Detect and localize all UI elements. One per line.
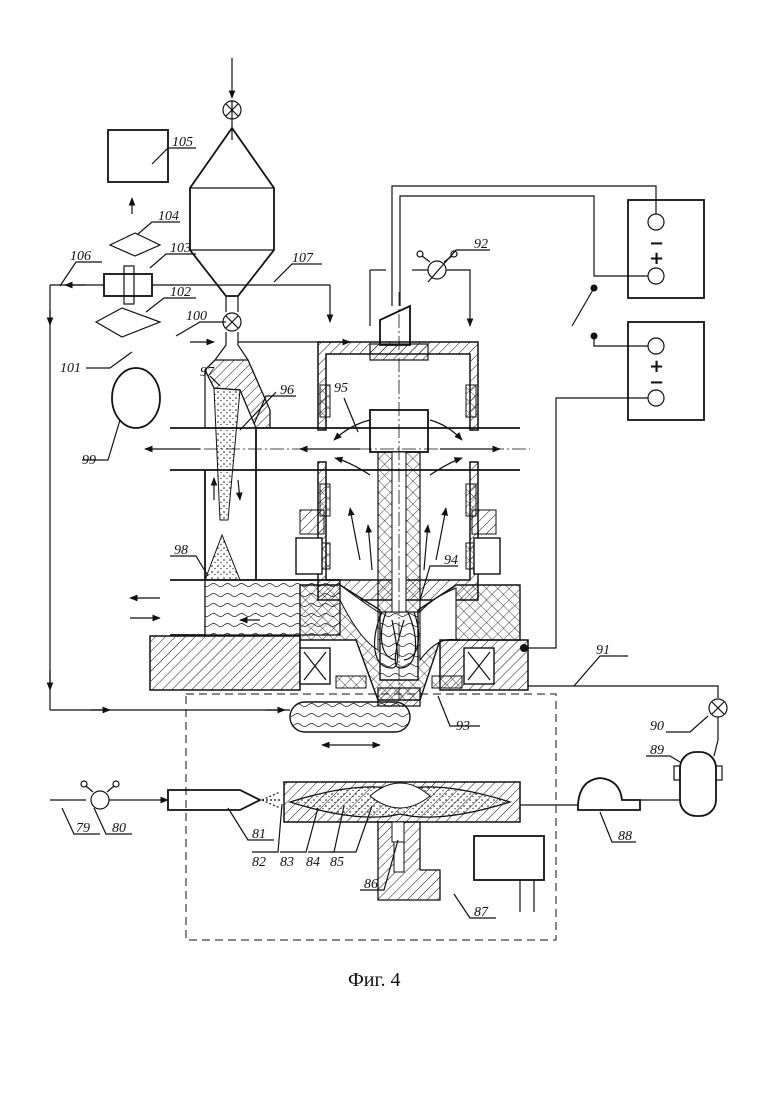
gas-inlet-92 [370,251,470,326]
label-106: 106 [70,249,91,264]
label-92: 92 [474,237,488,252]
label-93: 93 [456,719,470,734]
label-84: 84 [306,855,320,870]
fan-99 [112,368,160,428]
atomizer-unit [50,781,544,912]
label-82: 82 [252,855,266,870]
label-104: 104 [158,209,179,224]
label-86: 86 [364,877,378,892]
label-79: 79 [76,821,90,836]
label-103: 103 [170,241,191,256]
label-97: 97 [200,365,215,380]
switch [572,288,594,326]
power-supply-upper [628,200,704,298]
label-99: 99 [82,453,96,468]
label-87: 87 [474,905,489,920]
gas-supply-right [520,686,727,816]
polarity-plus-upper: + [649,248,664,269]
label-95: 95 [334,381,348,396]
label-80: 80 [112,821,126,836]
label-81: 81 [252,827,266,842]
label-91: 91 [596,643,610,658]
label-85: 85 [330,855,344,870]
label-107: 107 [292,251,314,266]
reactor-body [130,292,530,745]
power-supply-lower [628,322,704,420]
label-89: 89 [650,743,664,758]
polarity-minus-lower: − [649,372,664,393]
control-box-105 [108,130,168,182]
compressor-88 [578,778,640,810]
label-94: 94 [444,553,458,568]
label-102: 102 [170,285,191,300]
label-105: 105 [172,135,193,150]
gas-bottle-89 [680,752,716,816]
label-83: 83 [280,855,294,870]
label-96: 96 [280,383,294,398]
label-100: 100 [186,309,207,324]
label-88: 88 [618,829,632,844]
label-90: 90 [650,719,664,734]
filter-elements [96,198,160,428]
label-101: 101 [60,361,81,376]
figure-caption: Фиг. 4 [348,969,400,991]
label-98: 98 [174,543,188,558]
